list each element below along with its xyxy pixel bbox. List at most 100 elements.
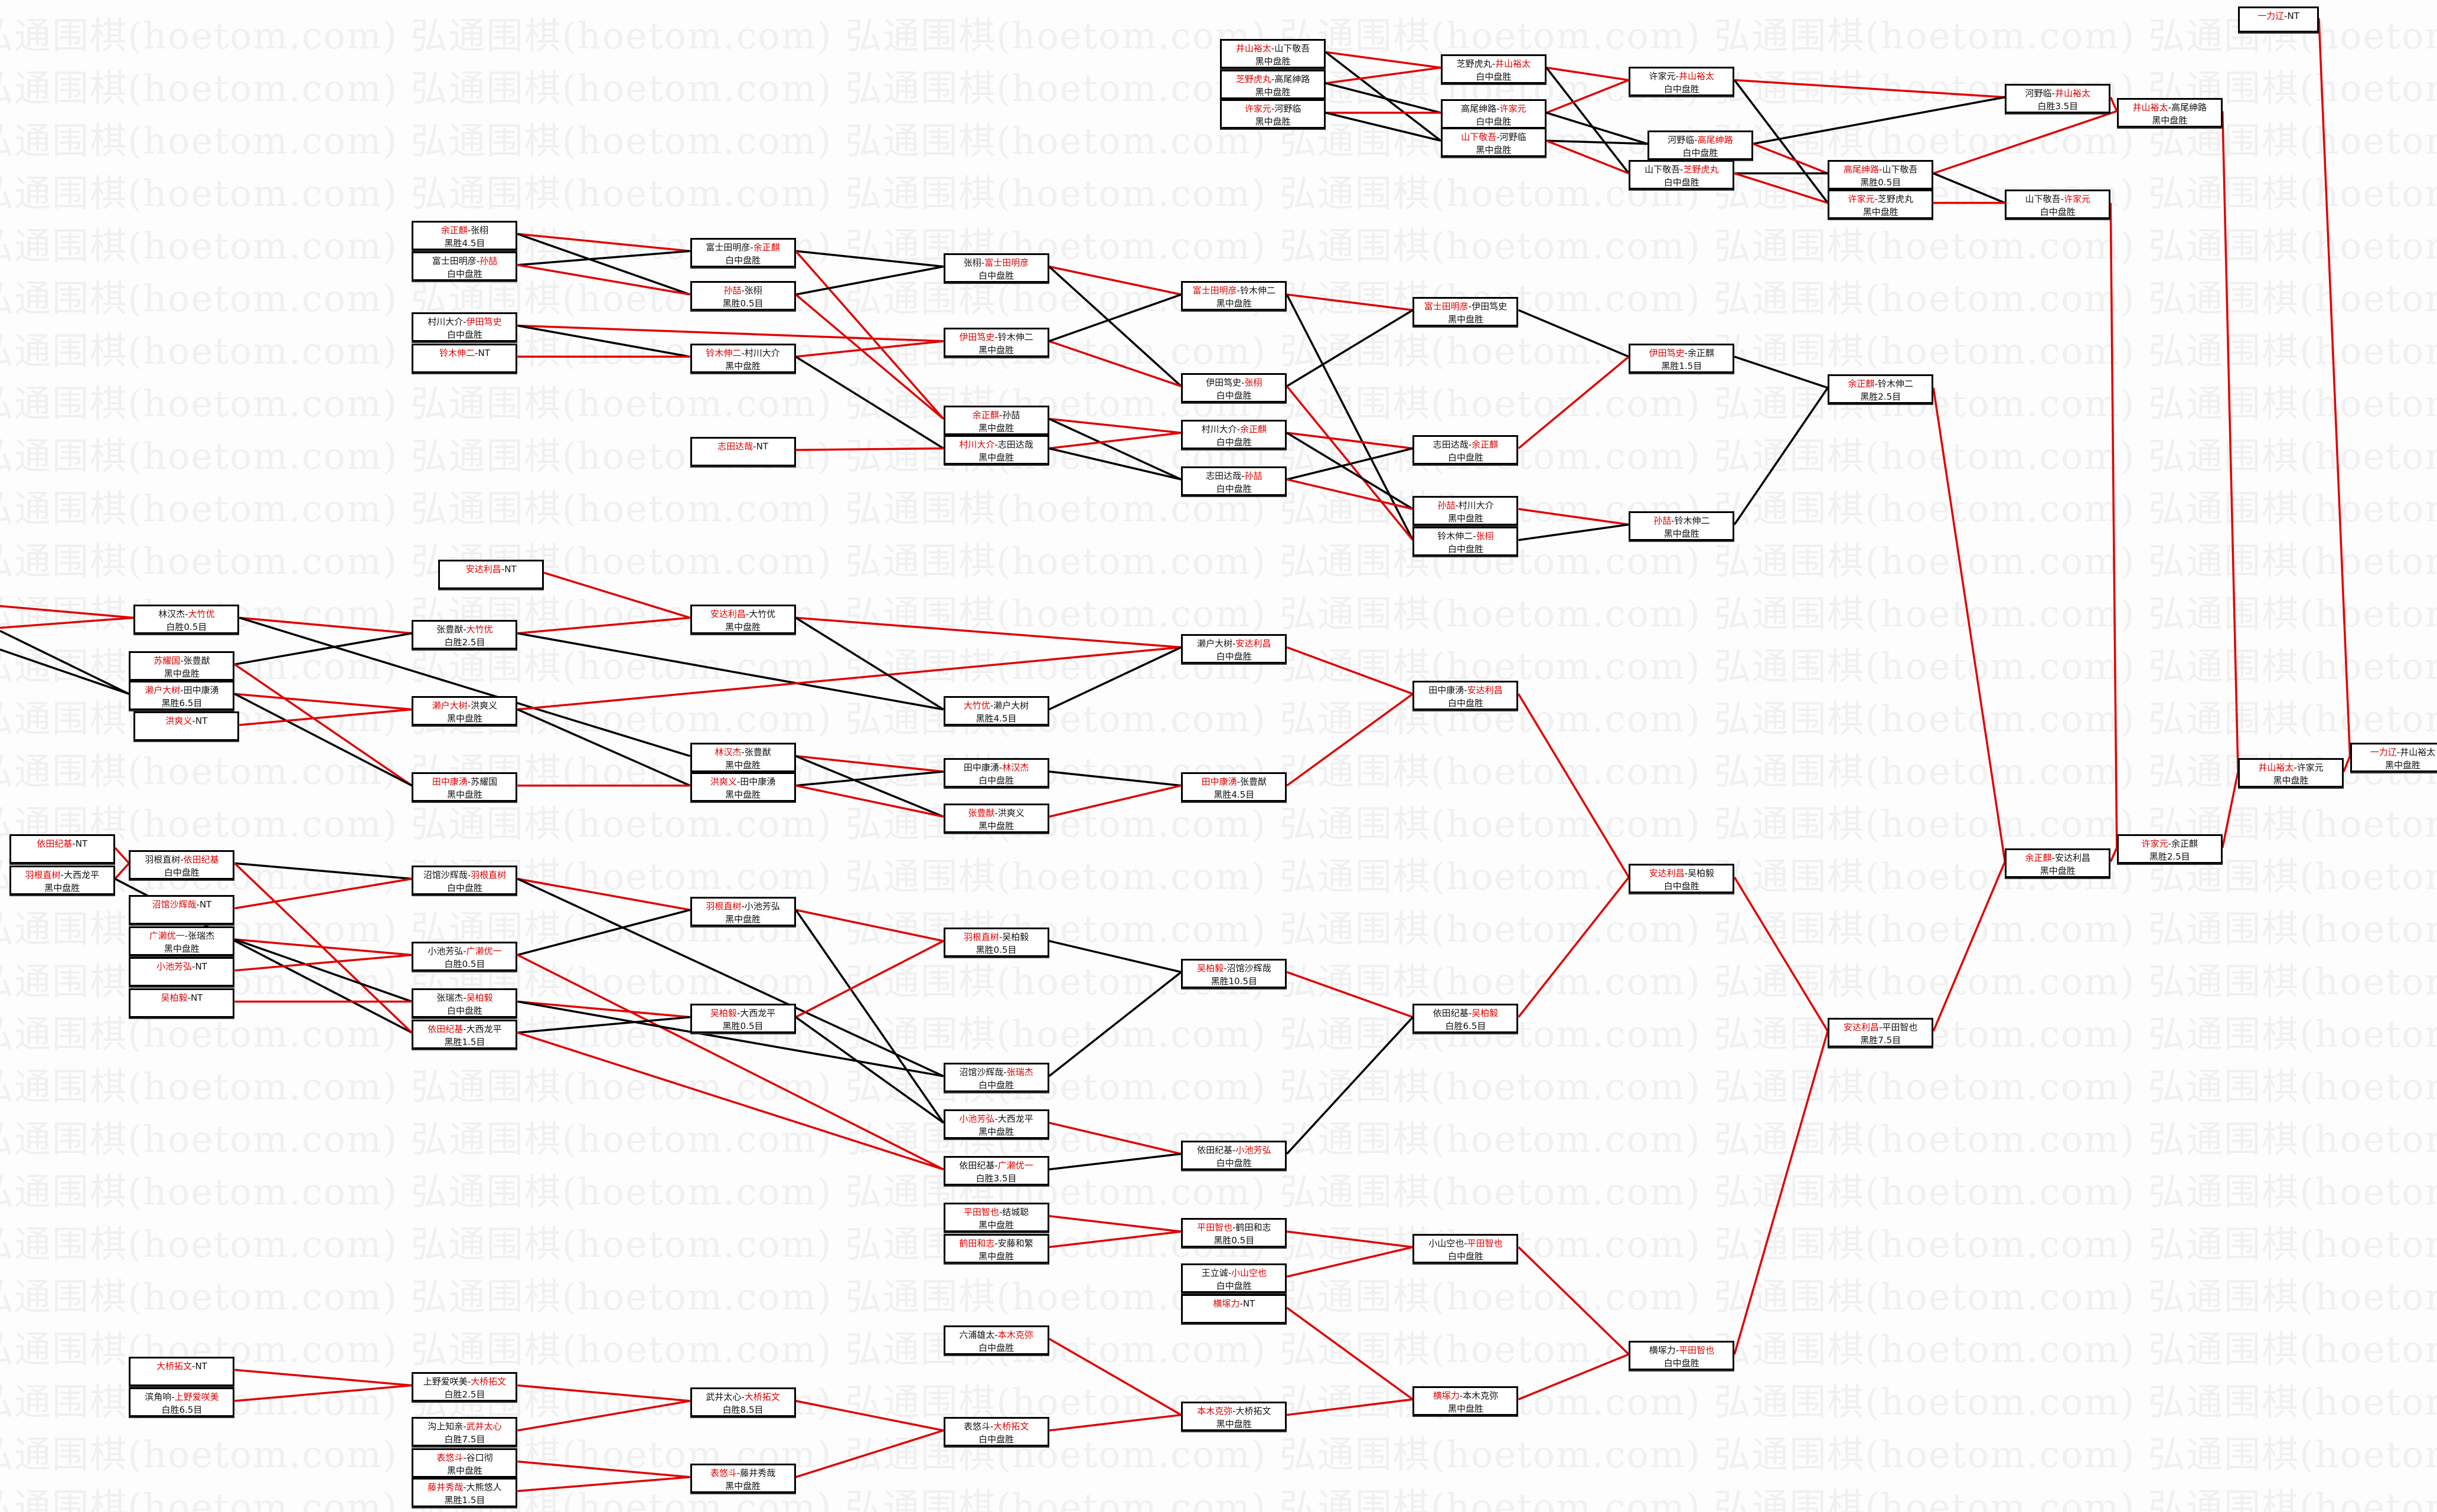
match-result: 黑胜0.5目 <box>722 298 764 309</box>
match-box: 山下敬吾-河野临黑中盘胜 <box>1440 127 1547 157</box>
player-black: 铃木伸二 <box>706 347 742 358</box>
player-white: 张瑞杰 <box>1006 1067 1033 1078</box>
player-white: 小池芳弘 <box>1235 1144 1271 1155</box>
winner-line <box>795 940 944 1018</box>
match-result: 白胜6.5目 <box>161 1405 203 1416</box>
winner-line <box>239 708 412 726</box>
match-box: 羽根直树-大西龙平黑中盘胜 <box>9 866 115 896</box>
match-result: 白中盘胜 <box>725 254 761 266</box>
player-white: 平田智也 <box>1882 1021 1918 1033</box>
winner-line <box>2109 96 2118 112</box>
separator: - <box>741 747 745 758</box>
player-black: 沼馆沙辉哉 <box>152 899 197 910</box>
player-white: 铃木伸二 <box>1240 285 1276 296</box>
winner-line <box>543 572 691 619</box>
match-box: 沟上知亲-武井太心白胜7.5目 <box>412 1417 518 1447</box>
player-white: 余正麒 <box>1688 347 1715 358</box>
player-white: 大桥拓文 <box>1235 1406 1271 1417</box>
loser-line <box>1545 67 1630 174</box>
separator: - <box>1232 638 1236 649</box>
player-white: NT <box>199 899 212 910</box>
player-black: 依田纪基 <box>37 838 73 850</box>
match-box: 河野临-井山裕太白胜3.5目 <box>2005 84 2111 114</box>
match-result: 黑胜4.5目 <box>1213 789 1255 801</box>
winner-line <box>1733 876 1829 1032</box>
separator: - <box>467 776 471 788</box>
match-players: 安达利昌-大竹优 <box>692 608 794 621</box>
separator: - <box>1473 531 1476 542</box>
match-players: 井山裕太-高尾绅路 <box>2119 101 2221 114</box>
separator: - <box>981 257 985 269</box>
match-box: 濑户大树-安达利昌白中盘胜 <box>1181 633 1287 664</box>
player-white: 大桥拓文 <box>744 1392 780 1403</box>
loser-line <box>1518 309 1630 358</box>
player-black: 依田纪基 <box>428 1023 464 1034</box>
winner-line <box>1518 1246 1630 1356</box>
match-players: 安达利昌-NT <box>440 563 542 576</box>
player-black: 伊田笃史 <box>1206 377 1242 388</box>
player-black: 洪爽义 <box>165 716 193 727</box>
loser-line <box>1048 646 1182 711</box>
match-box: 田中康湧-张豊猷黑胜4.5目 <box>1181 772 1287 802</box>
loser-line <box>1049 447 1182 481</box>
player-black: 山下敬吾 <box>1645 164 1681 175</box>
winner-line <box>2318 18 2351 756</box>
separator: - <box>750 241 753 253</box>
separator: - <box>467 870 471 881</box>
match-players: 河野临-井山裕太 <box>2007 87 2109 100</box>
loser-line <box>517 877 944 1077</box>
match-box: 铃木伸二-村川大介黑中盘胜 <box>690 343 796 373</box>
player-black: 田中康湧 <box>432 776 468 788</box>
match-players: 羽根直树-吴柏毅 <box>945 930 1048 943</box>
match-result: 黑中盘胜 <box>44 883 80 894</box>
match-players: 羽根直树-小池芳弘 <box>692 900 794 913</box>
winner-line <box>234 663 413 787</box>
match-box: 张豊猷-洪爽义黑中盘胜 <box>943 803 1049 833</box>
match-players: 志田达哉-余正麒 <box>1414 438 1516 451</box>
player-black: 一力辽 <box>2370 747 2397 758</box>
player-white: 许家元 <box>2063 194 2090 205</box>
separator: - <box>192 1360 195 1371</box>
player-black: 志田达哉 <box>1206 470 1242 481</box>
winner-line <box>2221 771 2239 848</box>
player-white: 高尾绅路 <box>1274 74 1310 85</box>
player-white: 本木克弥 <box>1463 1390 1499 1401</box>
player-black: 富士田明彦 <box>432 256 477 267</box>
winner-line <box>795 293 944 420</box>
match-box: 大桥拓文-NT <box>129 1356 235 1386</box>
match-box: 依田纪基-小池芳弘白中盘胜 <box>1181 1140 1287 1170</box>
player-black: 羽根直树 <box>706 900 742 912</box>
match-result: 白胜8.5目 <box>722 1405 764 1416</box>
separator: - <box>467 700 471 711</box>
separator: - <box>187 992 191 1003</box>
loser-line <box>1048 971 1182 1077</box>
separator: - <box>1228 1267 1231 1278</box>
match-box: 六浦雄太-本木克弥白中盘胜 <box>943 1325 1049 1356</box>
separator: - <box>736 1468 740 1479</box>
loser-line <box>795 909 945 1124</box>
loser-line <box>1546 139 1647 145</box>
separator: - <box>1684 347 1688 358</box>
match-players: 依田纪基-大西龙平 <box>413 1023 516 1036</box>
winner-line <box>517 1000 690 1018</box>
player-white: 结城聪 <box>1002 1207 1029 1218</box>
winner-line <box>517 1400 690 1432</box>
match-players: 井山裕太-山下敬吾 <box>1222 42 1324 55</box>
match-players: 许家元-余正麒 <box>2119 837 2221 850</box>
player-black: 沼馆沙辉哉 <box>423 870 468 881</box>
winner-line <box>517 264 690 296</box>
match-result: 白中盘胜 <box>978 1434 1014 1445</box>
separator: - <box>1237 776 1240 788</box>
separator: - <box>741 285 745 296</box>
match-box: 村川大介-志田达哉黑中盘胜 <box>943 435 1049 465</box>
loser-line <box>1048 266 1182 387</box>
match-box: 沼馆沙辉哉-NT <box>129 895 235 925</box>
player-white: 铃木伸二 <box>1674 515 1710 526</box>
match-result: 黑中盘胜 <box>978 820 1014 831</box>
match-players: 林汉杰-张豊猷 <box>692 746 794 759</box>
winner-line <box>1049 1230 1182 1249</box>
match-result: 黑胜1.5目 <box>1661 360 1702 371</box>
player-white: 余正麒 <box>1240 423 1267 435</box>
match-result: 白胜3.5目 <box>976 1173 1017 1184</box>
match-box: 本木克弥-大桥拓文黑中盘胜 <box>1181 1402 1287 1432</box>
